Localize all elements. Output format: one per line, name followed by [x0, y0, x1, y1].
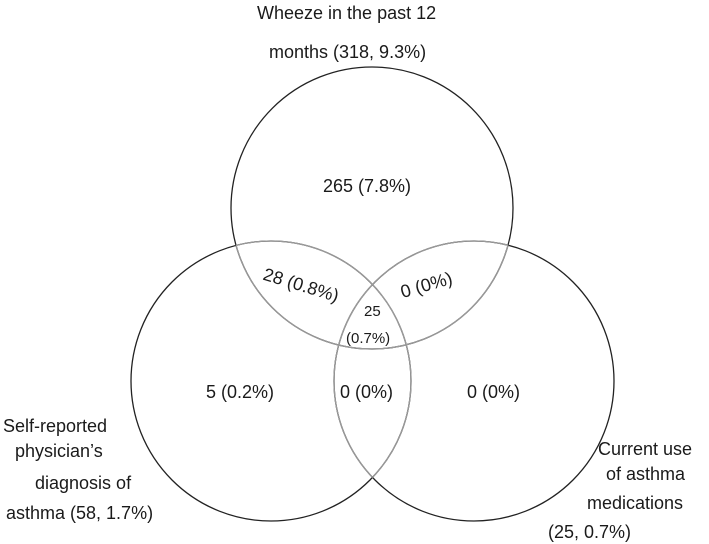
region-diagnosis-medications: 0 (0%): [340, 382, 394, 402]
medications-label-line2: of asthma: [606, 464, 686, 484]
medications-label-line1: Current use: [598, 439, 693, 459]
overlap-arc: [338, 245, 509, 350]
medications-label-line3: medications: [587, 493, 684, 513]
region-all-three-pct: (0.7%): [346, 330, 391, 347]
wheeze-label-line1: Wheeze in the past 12: [257, 3, 437, 23]
overlap-arc: [372, 284, 412, 478]
region-wheeze-only: 265 (7.8%): [323, 176, 412, 196]
overlap-arc: [333, 284, 373, 478]
region-all-three-count: 25: [364, 303, 381, 320]
diagnosis-label-line4: asthma (58, 1.7%): [6, 503, 154, 523]
medications-label-line4: (25, 0.7%): [548, 522, 632, 542]
region-diagnosis-only: 5 (0.2%): [206, 382, 275, 402]
diagnosis-label-line3: diagnosis of: [35, 473, 132, 493]
diagnosis-label-line1: Self-reported: [3, 416, 108, 436]
wheeze-label-line2: months (318, 9.3%): [269, 42, 427, 62]
region-medications-only: 0 (0%): [467, 382, 521, 402]
diagnosis-label-line2: physician’s: [15, 441, 103, 461]
